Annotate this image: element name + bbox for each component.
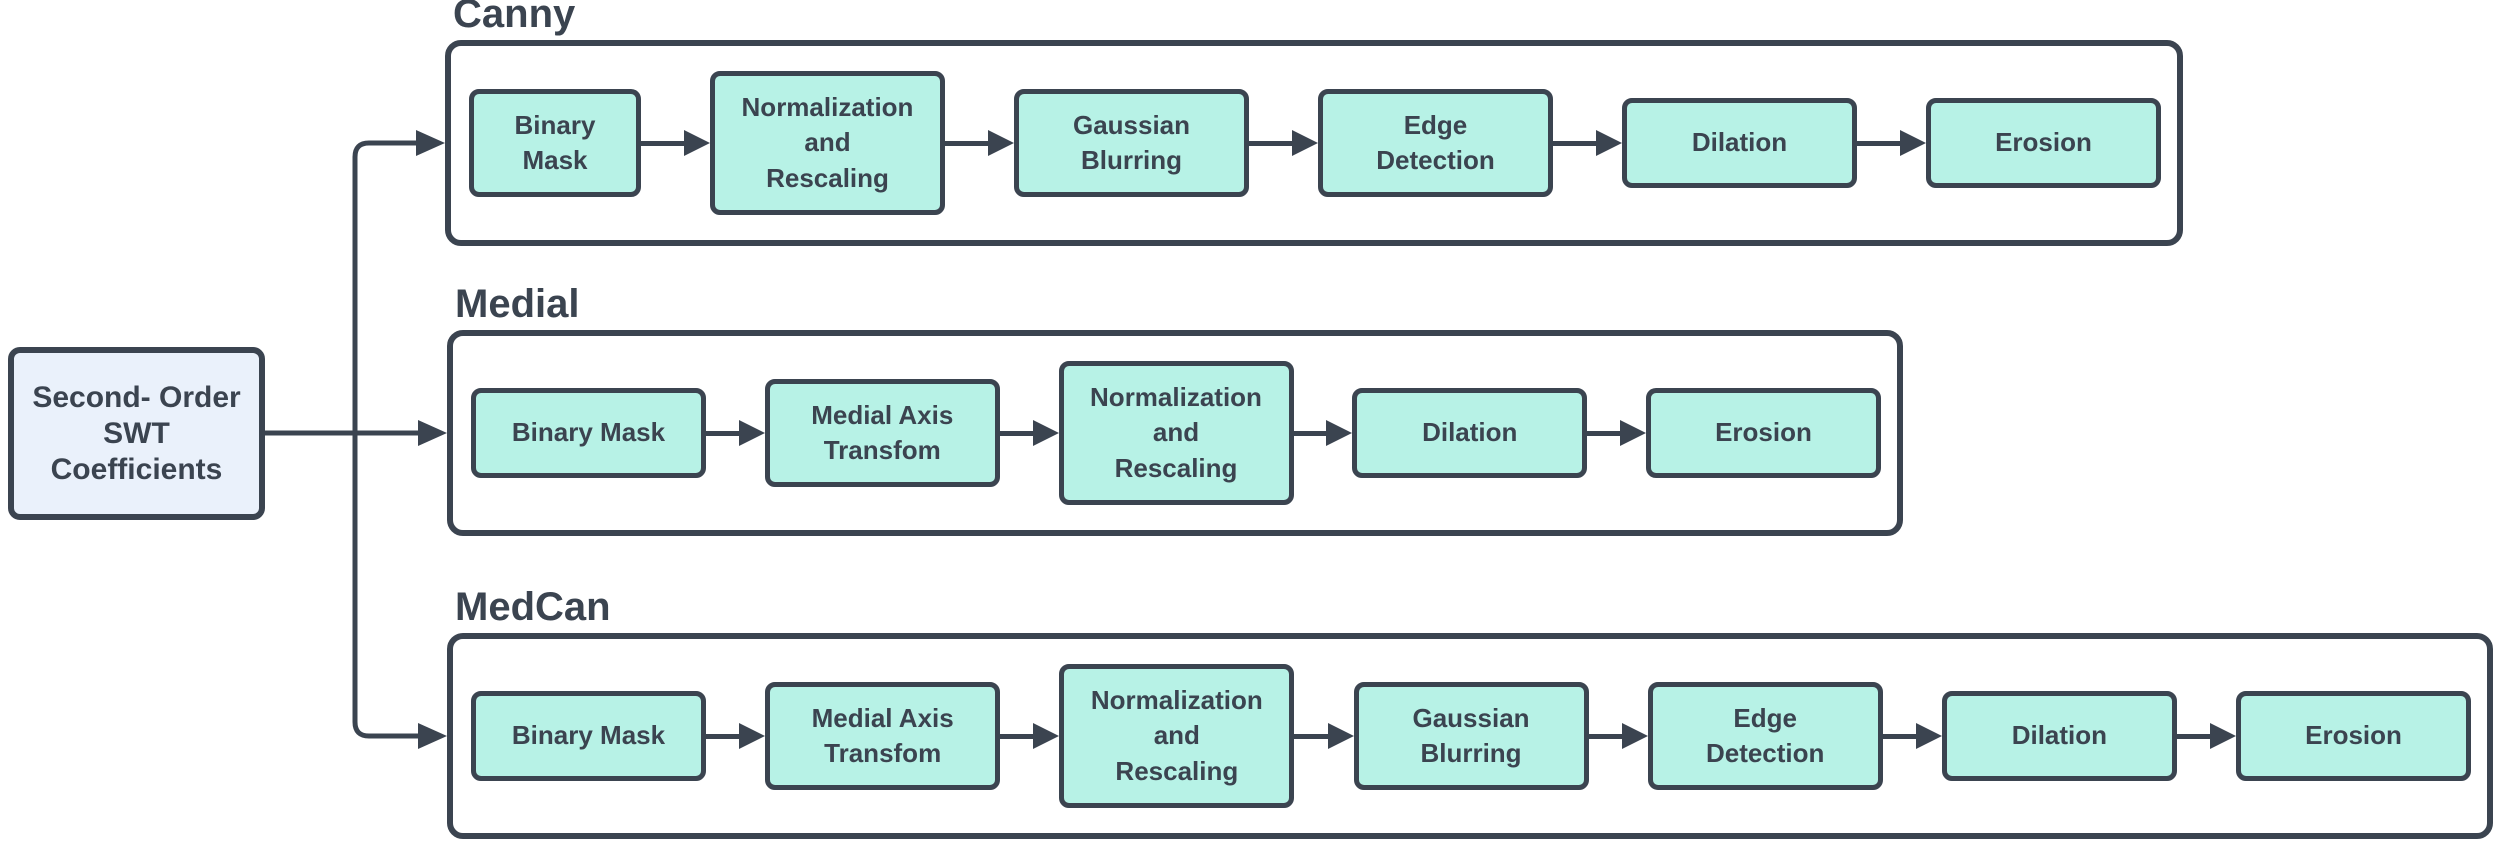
arrowhead-icon [988, 130, 1014, 156]
step-label: Binary Mask [511, 417, 666, 448]
step-label: Dilation [2011, 720, 2108, 751]
arrow-icon [706, 420, 765, 446]
arrow-icon [1588, 723, 1648, 749]
step-box: Erosion [1646, 388, 1881, 478]
pipeline-title: Canny [453, 0, 576, 36]
arrow-icon [1000, 723, 1060, 749]
pipeline-container: Binary Mask Normalization and Rescaling Ga… [445, 40, 2183, 246]
arrow-icon [1857, 130, 1926, 156]
step-label: Dilation [1422, 417, 1518, 448]
arrow-shaft [1249, 140, 1292, 146]
arrow-icon [1249, 130, 1318, 156]
arrow-shaft [641, 140, 684, 146]
arrow-shaft [1882, 733, 1916, 739]
arrow-icon [1882, 723, 1942, 749]
arrowhead-icon [1327, 723, 1354, 749]
step-label: Medial Axis Transfom [811, 702, 954, 768]
arrow-shaft [706, 733, 740, 739]
step-box: Binary Mask [471, 691, 706, 781]
pipeline-container: Binary Mask Medial Axis Transfom Normaliza… [447, 633, 2493, 839]
arrowhead-icon [2210, 723, 2237, 749]
step-box: Erosion [2236, 691, 2472, 781]
source-box: Second- Order SWT Coefficients [8, 347, 265, 520]
arrow-shaft [945, 140, 988, 146]
arrowhead-icon [1326, 420, 1353, 446]
arrowhead-icon [1292, 130, 1318, 156]
step-label: Dilation [1691, 127, 1788, 158]
step-box: Normalization and Rescaling [710, 71, 945, 215]
arrow-shaft [706, 430, 739, 436]
pipeline-title: MedCan [455, 585, 611, 629]
arrowhead-icon [738, 420, 765, 446]
step-label: Erosion [2305, 720, 2402, 751]
step-box: Gaussian Blurring [1353, 681, 1589, 791]
arrow-shaft [1293, 430, 1327, 436]
arrow-icon [945, 130, 1014, 156]
step-label: Gaussian Blurring [1412, 702, 1530, 768]
arrow-icon [1294, 723, 1354, 749]
pipeline-title: Medial [455, 282, 580, 326]
step-box: Gaussian Blurring [1014, 88, 1249, 198]
arrow-icon [706, 723, 766, 749]
step-label: Medial Axis Transfom [811, 399, 954, 465]
pipeline: MedCan Binary Mask Medial Axis Transfom No… [447, 587, 2493, 839]
step-box: Edge Detection [1318, 88, 1553, 198]
arrow-shaft [1587, 430, 1620, 436]
arrowhead-icon [1620, 420, 1646, 446]
pipeline-container: Binary Mask Medial Axis Transfom Normaliza… [447, 330, 1903, 536]
step-label: Normalization and Rescaling [1090, 685, 1263, 786]
step-label: Normalization and Rescaling [1090, 382, 1262, 483]
step-box: Dilation [1352, 388, 1588, 478]
step-box: Binary Mask [469, 88, 641, 198]
arrowhead-icon [1033, 723, 1060, 749]
arrow-shaft [1294, 733, 1328, 739]
connector-branch-canny [352, 140, 416, 433]
pipeline: Canny Binary Mask Normalization and Resca… [445, 0, 2183, 246]
source-label: Second- Order SWT Coefficients [32, 380, 241, 486]
step-box: Dilation [1941, 691, 2177, 781]
step-box: Dilation [1622, 98, 1857, 188]
arrow-icon [1553, 130, 1622, 156]
arrowhead-icon [1032, 420, 1059, 446]
step-label: Erosion [1715, 417, 1812, 448]
arrow-icon [2176, 723, 2237, 749]
step-box: Normalization and Rescaling [1058, 361, 1294, 505]
step-label: Binary Mask [511, 720, 666, 751]
arrowhead-icon [1621, 723, 1648, 749]
step-label: Gaussian Blurring [1072, 109, 1191, 175]
arrowhead-icon [684, 130, 710, 156]
step-box: Normalization and Rescaling [1059, 664, 1295, 808]
step-label: Binary Mask [514, 109, 596, 175]
step-label: Erosion [1995, 127, 2092, 158]
arrowhead-icon [1596, 130, 1622, 156]
arrowhead-canny-icon [416, 130, 445, 156]
arrowhead-medial-icon [418, 420, 447, 446]
arrow-icon [1293, 420, 1353, 446]
step-label: Edge Detection [1705, 702, 1825, 768]
step-box: Medial Axis Transfom [764, 378, 1000, 488]
step-box: Medial Axis Transfom [765, 681, 1001, 791]
arrowhead-icon [739, 723, 766, 749]
step-box: Binary Mask [471, 388, 706, 478]
arrow-icon [1587, 420, 1646, 446]
arrow-shaft [1553, 140, 1596, 146]
step-box: Edge Detection [1647, 681, 1883, 791]
arrow-icon [999, 420, 1059, 446]
arrow-shaft [1588, 733, 1622, 739]
step-label: Edge Detection [1376, 109, 1495, 175]
arrow-icon [641, 130, 710, 156]
arrowhead-icon [1900, 130, 1926, 156]
arrow-shaft [999, 430, 1033, 436]
arrowhead-medcan-icon [418, 723, 447, 749]
pipeline: Medial Binary Mask Medial Axis Transfom No… [447, 284, 1903, 536]
arrow-shaft [1857, 140, 1900, 146]
step-box: Erosion [1926, 98, 2161, 188]
arrowhead-icon [1915, 723, 1942, 749]
arrow-shaft [2176, 733, 2211, 739]
arrow-shaft [1000, 733, 1034, 739]
connector-branch-medcan [352, 433, 418, 739]
step-label: Normalization and Rescaling [741, 92, 914, 193]
